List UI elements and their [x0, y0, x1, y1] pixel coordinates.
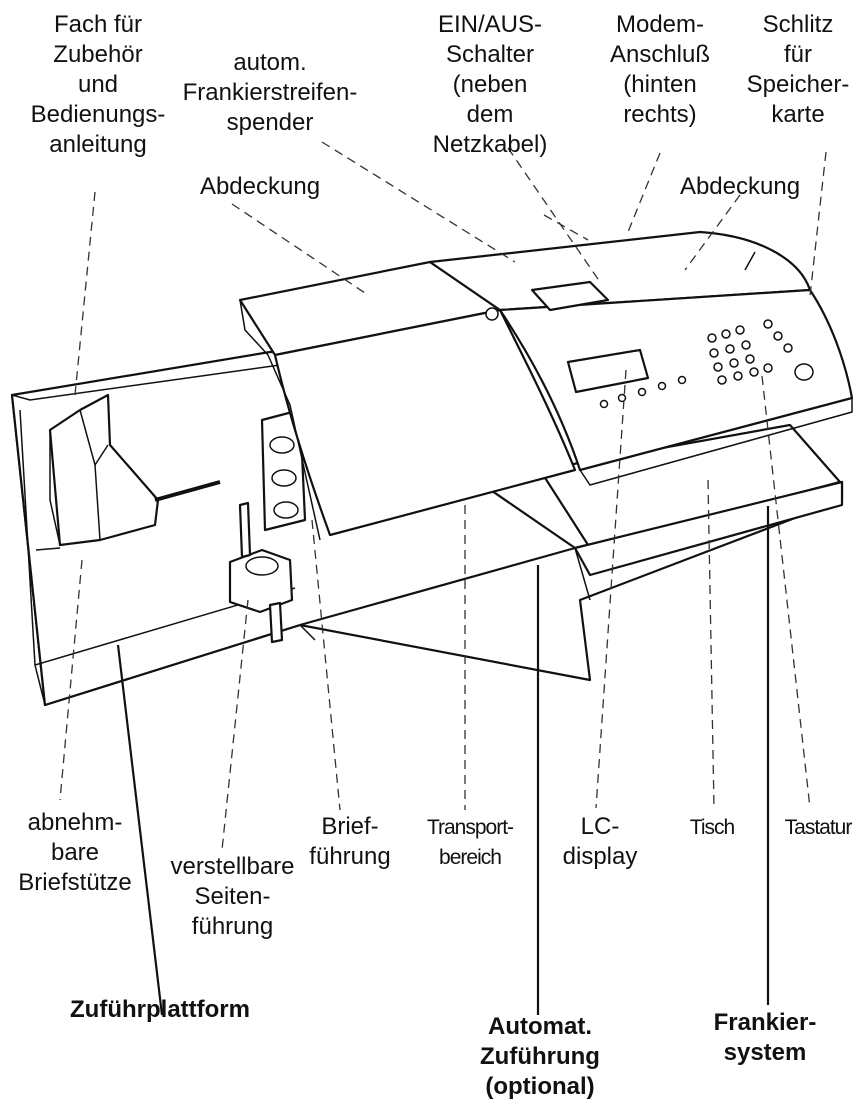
label-cover-right: Abdeckung	[650, 172, 830, 202]
label-table: Tisch	[672, 813, 752, 843]
label-franking-system: Frankier-system	[680, 1008, 850, 1068]
label-feed-platform: Zuführplattform	[20, 995, 300, 1025]
label-strip-dispenser: autom.Frankierstreifen-spender	[150, 48, 390, 138]
label-lc-display: LC-display	[540, 812, 660, 872]
label-keypad: Tastatur	[770, 813, 866, 843]
label-automatic-feeder: Automat.Zuführung(optional)	[440, 1012, 640, 1101]
label-cover-left: Abdeckung	[170, 172, 350, 202]
label-letter-guide: Brief-führung	[290, 812, 410, 872]
label-transport-area: Transport-bereich	[410, 813, 530, 873]
